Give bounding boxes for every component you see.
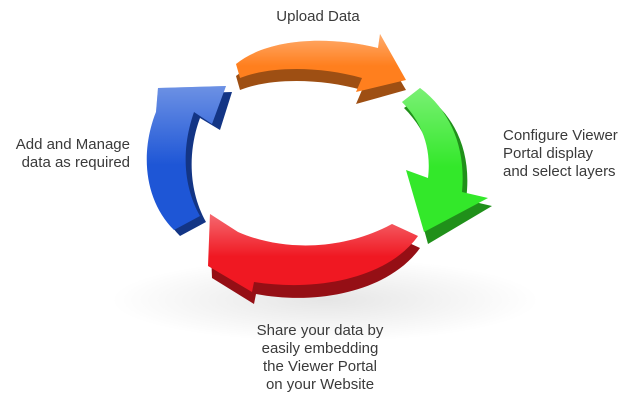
- configure-arrow: [402, 88, 492, 244]
- upload-arrow-highlight: [236, 34, 406, 92]
- label-line: Share your data by: [256, 322, 384, 339]
- label-line: Portal display: [503, 145, 594, 162]
- label-line: Add and Manage: [15, 136, 130, 153]
- label-line: Configure Viewer: [503, 127, 618, 144]
- upload-arrow: [236, 34, 406, 104]
- share-arrow: [208, 214, 420, 304]
- label-upload-data: Upload Data: [0, 8, 636, 26]
- manage-arrow: [146, 86, 232, 236]
- share-arrow-highlight: [208, 214, 418, 292]
- manage-arrow-highlight: [146, 86, 226, 230]
- label-line: on your Website: [265, 376, 375, 393]
- label-line: Upload Data: [276, 8, 360, 25]
- label-line: the Viewer Portal: [263, 358, 377, 375]
- configure-arrow-highlight: [402, 88, 488, 232]
- label-line: data as required: [21, 154, 130, 171]
- label-line: and select layers: [503, 163, 616, 180]
- label-line: easily embedding: [261, 340, 379, 357]
